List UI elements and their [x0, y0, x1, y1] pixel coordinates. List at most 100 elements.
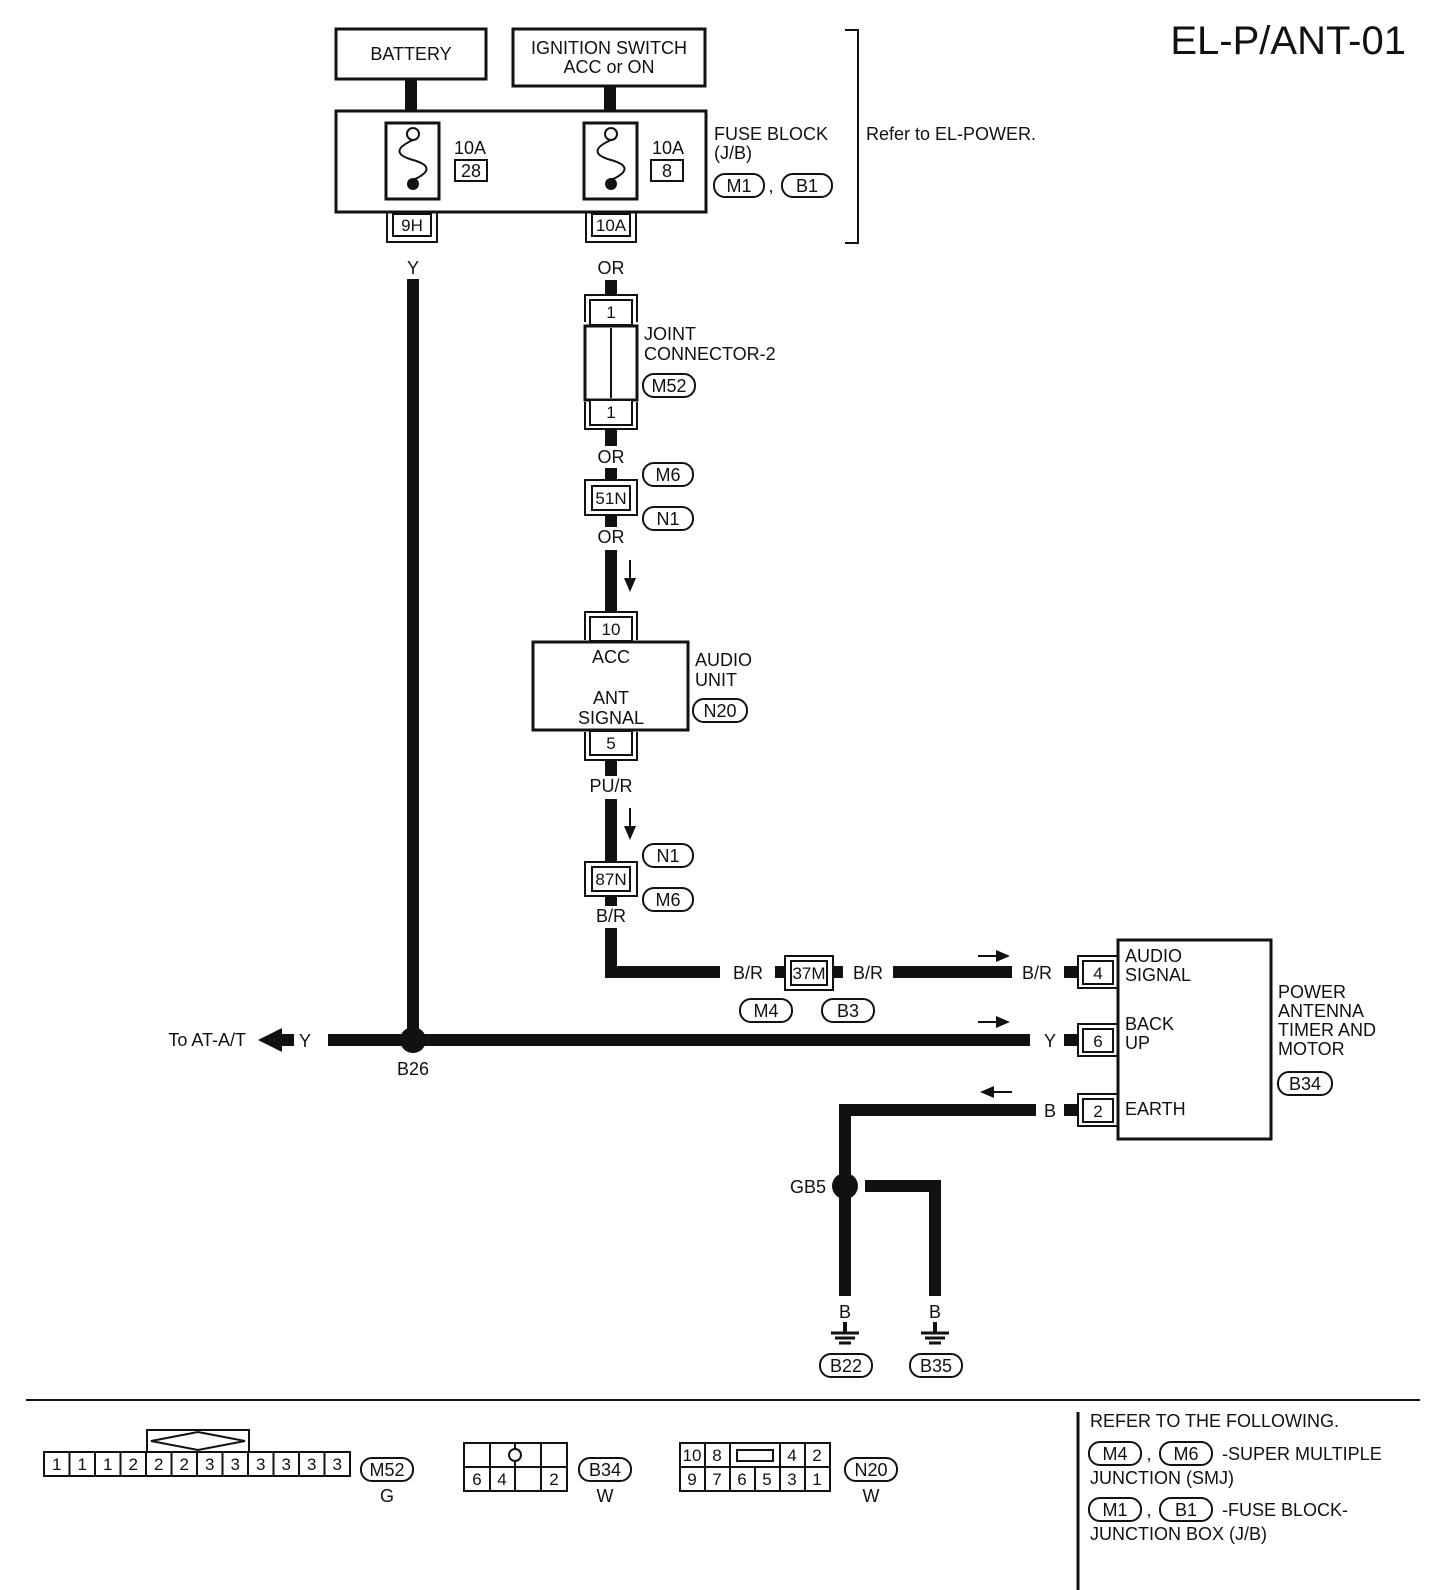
ground-b35: B35: [920, 1356, 952, 1376]
n20-bottom-1: 9: [687, 1470, 696, 1489]
refer-smj-sep: ,: [1146, 1444, 1151, 1464]
refer-smj-text: -SUPER MULTIPLE: [1222, 1444, 1382, 1464]
m52-pin-10: 3: [282, 1455, 291, 1474]
antenna-name-3: TIMER AND: [1278, 1020, 1376, 1040]
wire-br-to-37m: [605, 928, 720, 978]
fuse-8-number: 8: [662, 161, 672, 181]
fuse-block-label: FUSE BLOCK: [714, 124, 828, 144]
refer-jb-text: -FUSE BLOCK-: [1222, 1500, 1348, 1520]
legend-b34-conn: B34: [589, 1460, 621, 1480]
legend-b34-color: W: [597, 1486, 614, 1506]
audio-unit-box: [531, 640, 690, 732]
n20-bottom-3: 6: [737, 1470, 746, 1489]
page-title: EL-P/ANT-01: [1170, 19, 1406, 63]
fuse-block-conn-m1: M1: [726, 176, 751, 196]
legend-n20-color: W: [863, 1486, 880, 1506]
m52-pin-8: 3: [231, 1455, 240, 1474]
m52-pin-2: 1: [78, 1455, 87, 1474]
wire-color-b-g1: B: [839, 1302, 851, 1322]
wire-color-pur: PU/R: [589, 776, 632, 796]
power-bracket: [845, 29, 859, 244]
ground-b22: B22: [830, 1356, 862, 1376]
n20-bottom-5: 3: [787, 1470, 796, 1489]
joint-connector-label: JOINT: [644, 324, 696, 344]
fuse-28-rating: 10A: [454, 138, 486, 158]
flow-arrow-right-icon: [996, 950, 1010, 962]
m52-pin-4: 2: [129, 1455, 138, 1474]
m52-pin-5: 2: [154, 1455, 163, 1474]
antenna-pin-6: 6: [1093, 1032, 1102, 1051]
refer-jb-text2: JUNCTION BOX (J/B): [1090, 1524, 1267, 1544]
antenna-b34: B34: [1289, 1074, 1321, 1094]
wire-color-br-1: B/R: [596, 906, 626, 926]
audio-unit-n20: N20: [703, 701, 736, 721]
n20-bottom-4: 5: [762, 1470, 771, 1489]
fuse-28-number: 28: [461, 161, 481, 181]
wire-color-y-left: Y: [299, 1031, 311, 1051]
refer-jb-sep: ,: [1146, 1500, 1151, 1520]
conn-37m-pin: 37M: [792, 964, 825, 983]
antenna-up-label: UP: [1125, 1033, 1150, 1053]
audio-unit-ant: ANT: [593, 688, 629, 708]
conn-87n-n1: N1: [656, 846, 679, 866]
flow-arrow-left-icon: [980, 1086, 994, 1098]
joint-connector-m52: M52: [651, 376, 686, 396]
m52-pin-7: 3: [205, 1455, 214, 1474]
n20-top-2: 8: [712, 1446, 721, 1465]
conn-87n-m6: M6: [655, 890, 680, 910]
fuse-28: [384, 121, 441, 201]
b34-cell-2: 4: [497, 1470, 506, 1489]
flow-arrow-right-icon-2: [996, 1016, 1010, 1028]
n20-top-5: 2: [812, 1446, 821, 1465]
splice-b26-label: B26: [397, 1059, 429, 1079]
fuse-block-jb: (J/B): [714, 143, 752, 163]
m52-pin-9: 3: [256, 1455, 265, 1474]
refer-smj-text2: JUNCTION (SMJ): [1090, 1468, 1234, 1488]
audio-unit-label: AUDIO: [695, 650, 752, 670]
conn-51n-m6: M6: [655, 465, 680, 485]
m52-pin-3: 1: [103, 1455, 112, 1474]
connector-face-n20: [679, 1442, 831, 1492]
joint-pin-top: 1: [606, 303, 615, 322]
conn-51n-pin: 51N: [595, 489, 626, 508]
ignition-switch-mode: ACC or ON: [563, 57, 654, 77]
legend-m52-conn: M52: [369, 1460, 404, 1480]
wire-color-b-earth: B: [1044, 1101, 1056, 1121]
m52-pin-11: 3: [307, 1455, 316, 1474]
antenna-audio-label: AUDIO: [1125, 946, 1182, 966]
legend-n20-conn: N20: [854, 1460, 887, 1480]
wire-b-earth: [839, 1104, 1040, 1180]
refer-jb-b1: B1: [1175, 1500, 1197, 1520]
antenna-name-1: POWER: [1278, 982, 1346, 1002]
legend-m52-color: G: [380, 1486, 394, 1506]
m52-pin-6: 2: [180, 1455, 189, 1474]
refer-power: Refer to EL-POWER.: [866, 124, 1036, 144]
wire-color-or-3: OR: [598, 527, 625, 547]
antenna-back-label: BACK: [1125, 1014, 1174, 1034]
wire-color-y-right: Y: [1044, 1031, 1056, 1051]
fuse-block-sep: ,: [768, 176, 773, 196]
conn-37m-m4: M4: [753, 1001, 778, 1021]
wire-color-y-top: Y: [407, 258, 419, 278]
m52-pin-12: 3: [333, 1455, 342, 1474]
n20-bottom-6: 1: [812, 1470, 821, 1489]
flow-arrow-down-icon-2: [624, 826, 636, 840]
ignition-switch-label: IGNITION SWITCH: [531, 38, 687, 58]
ground-icon: [831, 1322, 859, 1345]
audio-unit-label2: UNIT: [695, 670, 737, 690]
wire-color-br-2: B/R: [733, 963, 763, 983]
terminal-10a: 10A: [596, 216, 627, 235]
flow-arrow-down-icon: [624, 578, 636, 592]
power-antenna-box: [1116, 938, 1273, 1141]
splice-gb5-label: GB5: [790, 1177, 826, 1197]
battery-label: BATTERY: [370, 44, 451, 64]
fuse-block-conn-b1: B1: [796, 176, 818, 196]
refer-heading: REFER TO THE FOLLOWING.: [1090, 1411, 1339, 1431]
wire-color-br-4: B/R: [1022, 963, 1052, 983]
refer-smj-m6: M6: [1173, 1444, 1198, 1464]
terminal-9h: 9H: [401, 216, 423, 235]
joint-connector-label2: CONNECTOR-2: [644, 344, 776, 364]
wire-color-br-3: B/R: [853, 963, 883, 983]
